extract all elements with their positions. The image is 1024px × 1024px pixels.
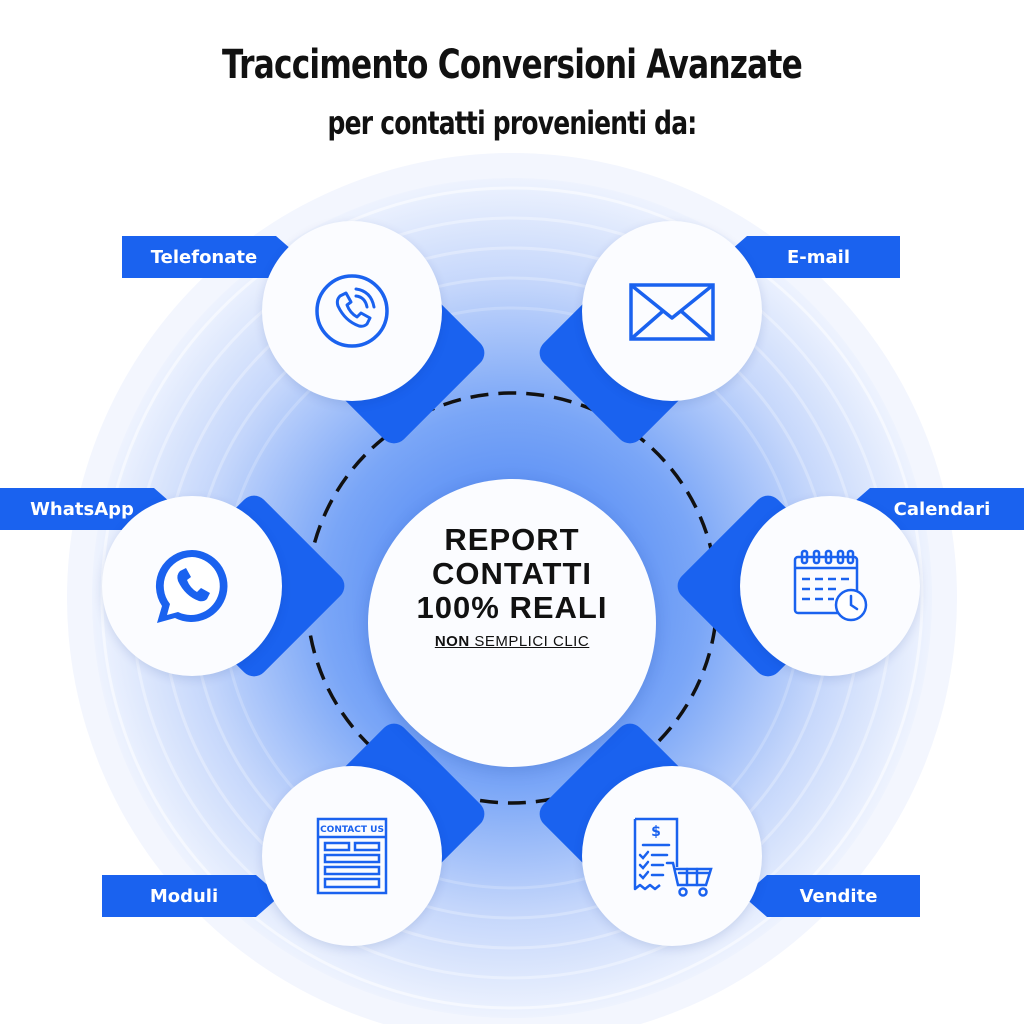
envelope-icon: [629, 283, 715, 341]
tag-label: Calendari: [893, 498, 991, 520]
contact-form-icon: CONTACT US: [316, 817, 388, 895]
tag-label: Vendite: [799, 885, 878, 907]
node-email: [533, 221, 762, 450]
tag-moduli: Moduli: [102, 875, 280, 917]
svg-text:CONTACT US: CONTACT US: [320, 825, 384, 835]
center-report-circle: REPORT CONTATTI 100% REALI NON SEMPLICI …: [368, 479, 656, 767]
tag-label: WhatsApp: [30, 498, 134, 520]
center-line-3: 100% REALI: [416, 590, 608, 625]
sales-cart-icon: $: [633, 817, 713, 897]
whatsapp-icon: [155, 549, 228, 623]
tag-vendite: Vendite: [743, 875, 920, 917]
phone-icon: [315, 274, 389, 348]
node-telefonate: [262, 221, 491, 450]
tag-label: E-mail: [786, 246, 850, 268]
page-subtitle: per contatti provenienti da:: [327, 104, 698, 142]
center-subtext: NON SEMPLICI CLIC: [434, 633, 590, 650]
svg-text:$: $: [651, 824, 661, 840]
node-calendari: [671, 489, 920, 683]
center-line-2: CONTATTI: [431, 556, 593, 591]
node-whatsapp: [102, 489, 351, 683]
calendar-icon: [793, 549, 868, 622]
tag-label: Telefonate: [150, 246, 258, 268]
page-title: Traccimento Conversioni Avanzate: [222, 42, 803, 88]
tag-whatsapp: WhatsApp: [0, 488, 178, 530]
center-line-1: REPORT: [444, 522, 580, 557]
node-vendite: $: [533, 717, 762, 946]
tag-label: Moduli: [149, 885, 219, 907]
node-moduli: CONTACT US: [262, 717, 491, 946]
